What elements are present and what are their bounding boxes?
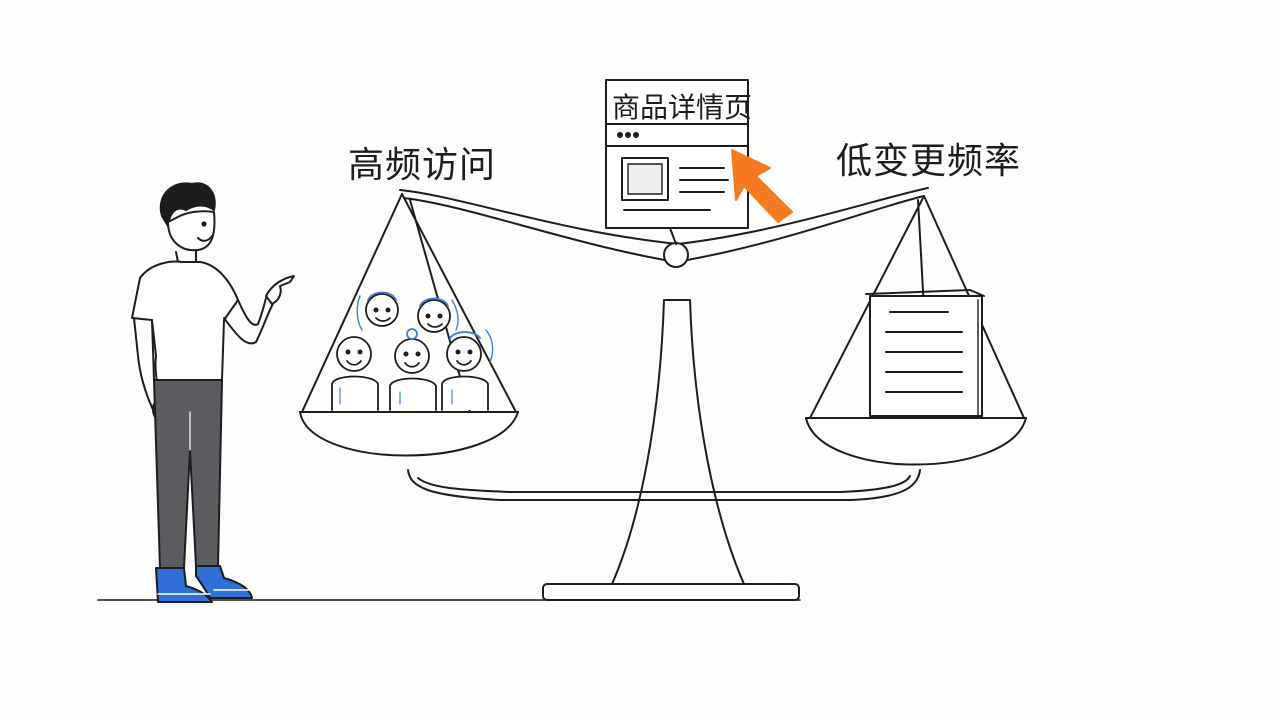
product-page-card — [605, 79, 749, 245]
scale-bottom-arm — [407, 469, 921, 501]
left-pan — [299, 193, 519, 457]
product-page-title: 商品详情页 — [612, 91, 753, 124]
right-pan — [805, 195, 1027, 466]
orange-arrow-icon — [731, 149, 793, 223]
scale-stand — [97, 299, 801, 601]
crowd-icon — [331, 291, 494, 411]
scale-beam — [399, 187, 929, 268]
document-icon — [865, 289, 985, 417]
low-change-frequency-label: 低变更频率 — [836, 141, 1022, 182]
high-frequency-access-label: 高频访问 — [348, 145, 497, 186]
person-figure — [131, 182, 295, 603]
